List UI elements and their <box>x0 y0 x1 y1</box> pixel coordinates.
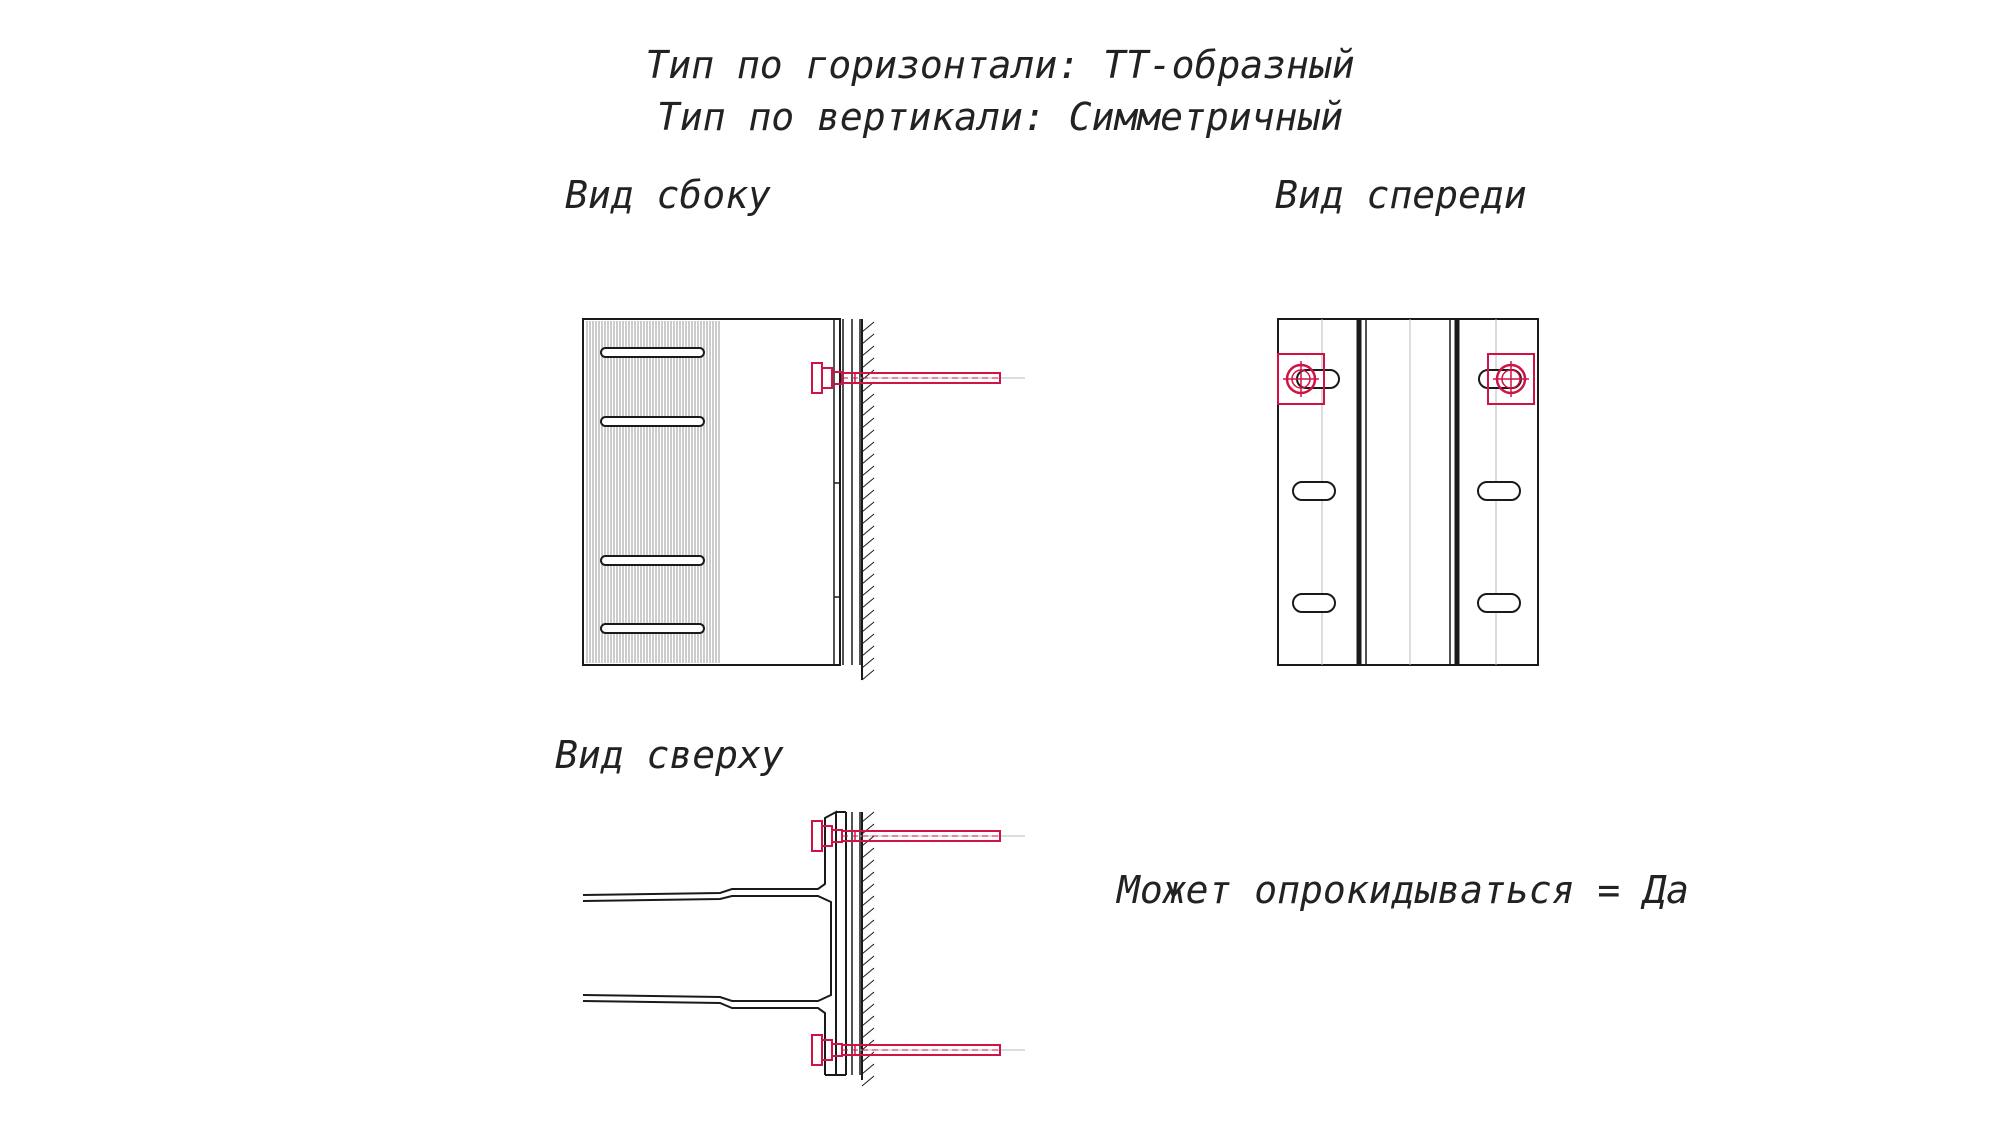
wall-hatch-line <box>861 489 875 501</box>
wall-hatch-line <box>861 573 875 585</box>
wall-hatch-line <box>861 537 875 549</box>
wall-hatch-line <box>861 525 875 537</box>
front-view-title: Вид спереди <box>1275 173 1527 217</box>
top-view-wall-hatch <box>861 811 875 1087</box>
wall-hatch-line <box>861 895 875 907</box>
slot <box>600 555 705 566</box>
slot <box>600 623 705 634</box>
top-view-profile-lower <box>582 1000 826 1075</box>
horizontal-type-label: Тип по горизонтали: ТТ-образный <box>645 43 1354 87</box>
wall-hatch-line <box>861 633 875 645</box>
wall-hatch-line <box>861 597 875 609</box>
wall-hatch-line <box>861 991 875 1003</box>
wall-hatch-line <box>861 333 875 345</box>
wall-hatch-line <box>861 477 875 489</box>
side-view-texture <box>586 321 720 663</box>
wall-hatch-line <box>861 943 875 955</box>
wall-hatch-line <box>861 1051 875 1063</box>
side-view-title: Вид сбоку <box>565 173 771 217</box>
wall-hatch-line <box>861 669 875 681</box>
wall-hatch-line <box>861 919 875 931</box>
wall-hatch-line <box>861 345 875 357</box>
slot <box>600 347 705 358</box>
side-view-wall-hatch <box>861 321 875 681</box>
wall-hatch-line <box>861 811 875 823</box>
wall-hatch-line <box>861 621 875 633</box>
front-view-anchors <box>1277 353 1535 405</box>
front-view-slots <box>1292 369 1522 613</box>
anchor-washer-plate <box>1277 353 1325 405</box>
wall-hatch-line <box>861 1027 875 1039</box>
anchor-head <box>811 1034 823 1066</box>
top-view-anchors <box>811 820 1025 1066</box>
wall-hatch-line <box>861 907 875 919</box>
wall-hatch-line <box>861 931 875 943</box>
wall-hatch-line <box>861 417 875 429</box>
wall-hatch-line <box>861 657 875 669</box>
side-view-outline <box>582 318 841 666</box>
vertical-type-label: Тип по вертикали: Симметричный <box>657 95 1343 139</box>
slot <box>1477 593 1521 613</box>
wall-hatch-line <box>861 871 875 883</box>
wall-hatch-line <box>861 357 875 369</box>
slot <box>1477 481 1521 501</box>
anchor-nut <box>821 1039 833 1061</box>
wall-hatch-line <box>861 513 875 525</box>
wall-hatch-line <box>861 847 875 859</box>
tipping-note: Может опрокидываться = Да <box>1115 868 1689 912</box>
wall-hatch-line <box>861 585 875 597</box>
front-view <box>1277 318 1539 666</box>
wall-hatch-line <box>861 1063 875 1075</box>
anchor-nut <box>821 367 833 389</box>
side-view-slots <box>600 347 705 634</box>
top-view-profile-upper-inner <box>582 895 832 1002</box>
slot <box>1292 593 1336 613</box>
top-view-profile-upper <box>582 810 837 1075</box>
slot <box>1292 481 1336 501</box>
anchor-nut <box>821 825 833 847</box>
wall-hatch-line <box>861 979 875 991</box>
wall-hatch-line <box>861 955 875 967</box>
wall-hatch-line <box>861 967 875 979</box>
side-view <box>582 318 1025 681</box>
wall-hatch-line <box>861 859 875 871</box>
wall-hatch-line <box>861 561 875 573</box>
anchor-washer-plate <box>1487 353 1535 405</box>
slot <box>600 416 705 427</box>
wall-hatch-line <box>861 453 875 465</box>
wall-hatch-line <box>861 1075 875 1087</box>
wall-hatch-line <box>861 501 875 513</box>
wall-hatch-line <box>861 823 875 835</box>
wall-hatch-line <box>861 441 875 453</box>
anchor-head <box>811 362 823 394</box>
wall-hatch-line <box>861 321 875 333</box>
wall-hatch-line <box>861 549 875 561</box>
top-view <box>582 810 1025 1087</box>
anchor-head <box>811 820 823 852</box>
side-view-anchor <box>811 362 1025 394</box>
wall-hatch-line <box>861 883 875 895</box>
wall-hatch-line <box>861 405 875 417</box>
top-view-title: Вид сверху <box>555 733 784 777</box>
wall-hatch-line <box>861 393 875 405</box>
wall-hatch-line <box>861 429 875 441</box>
wall-hatch-line <box>861 465 875 477</box>
wall-hatch-line <box>861 609 875 621</box>
front-view-outline <box>1277 318 1539 666</box>
wall-hatch-line <box>861 1015 875 1027</box>
wall-hatch-line <box>861 645 875 657</box>
wall-hatch-line <box>861 1003 875 1015</box>
